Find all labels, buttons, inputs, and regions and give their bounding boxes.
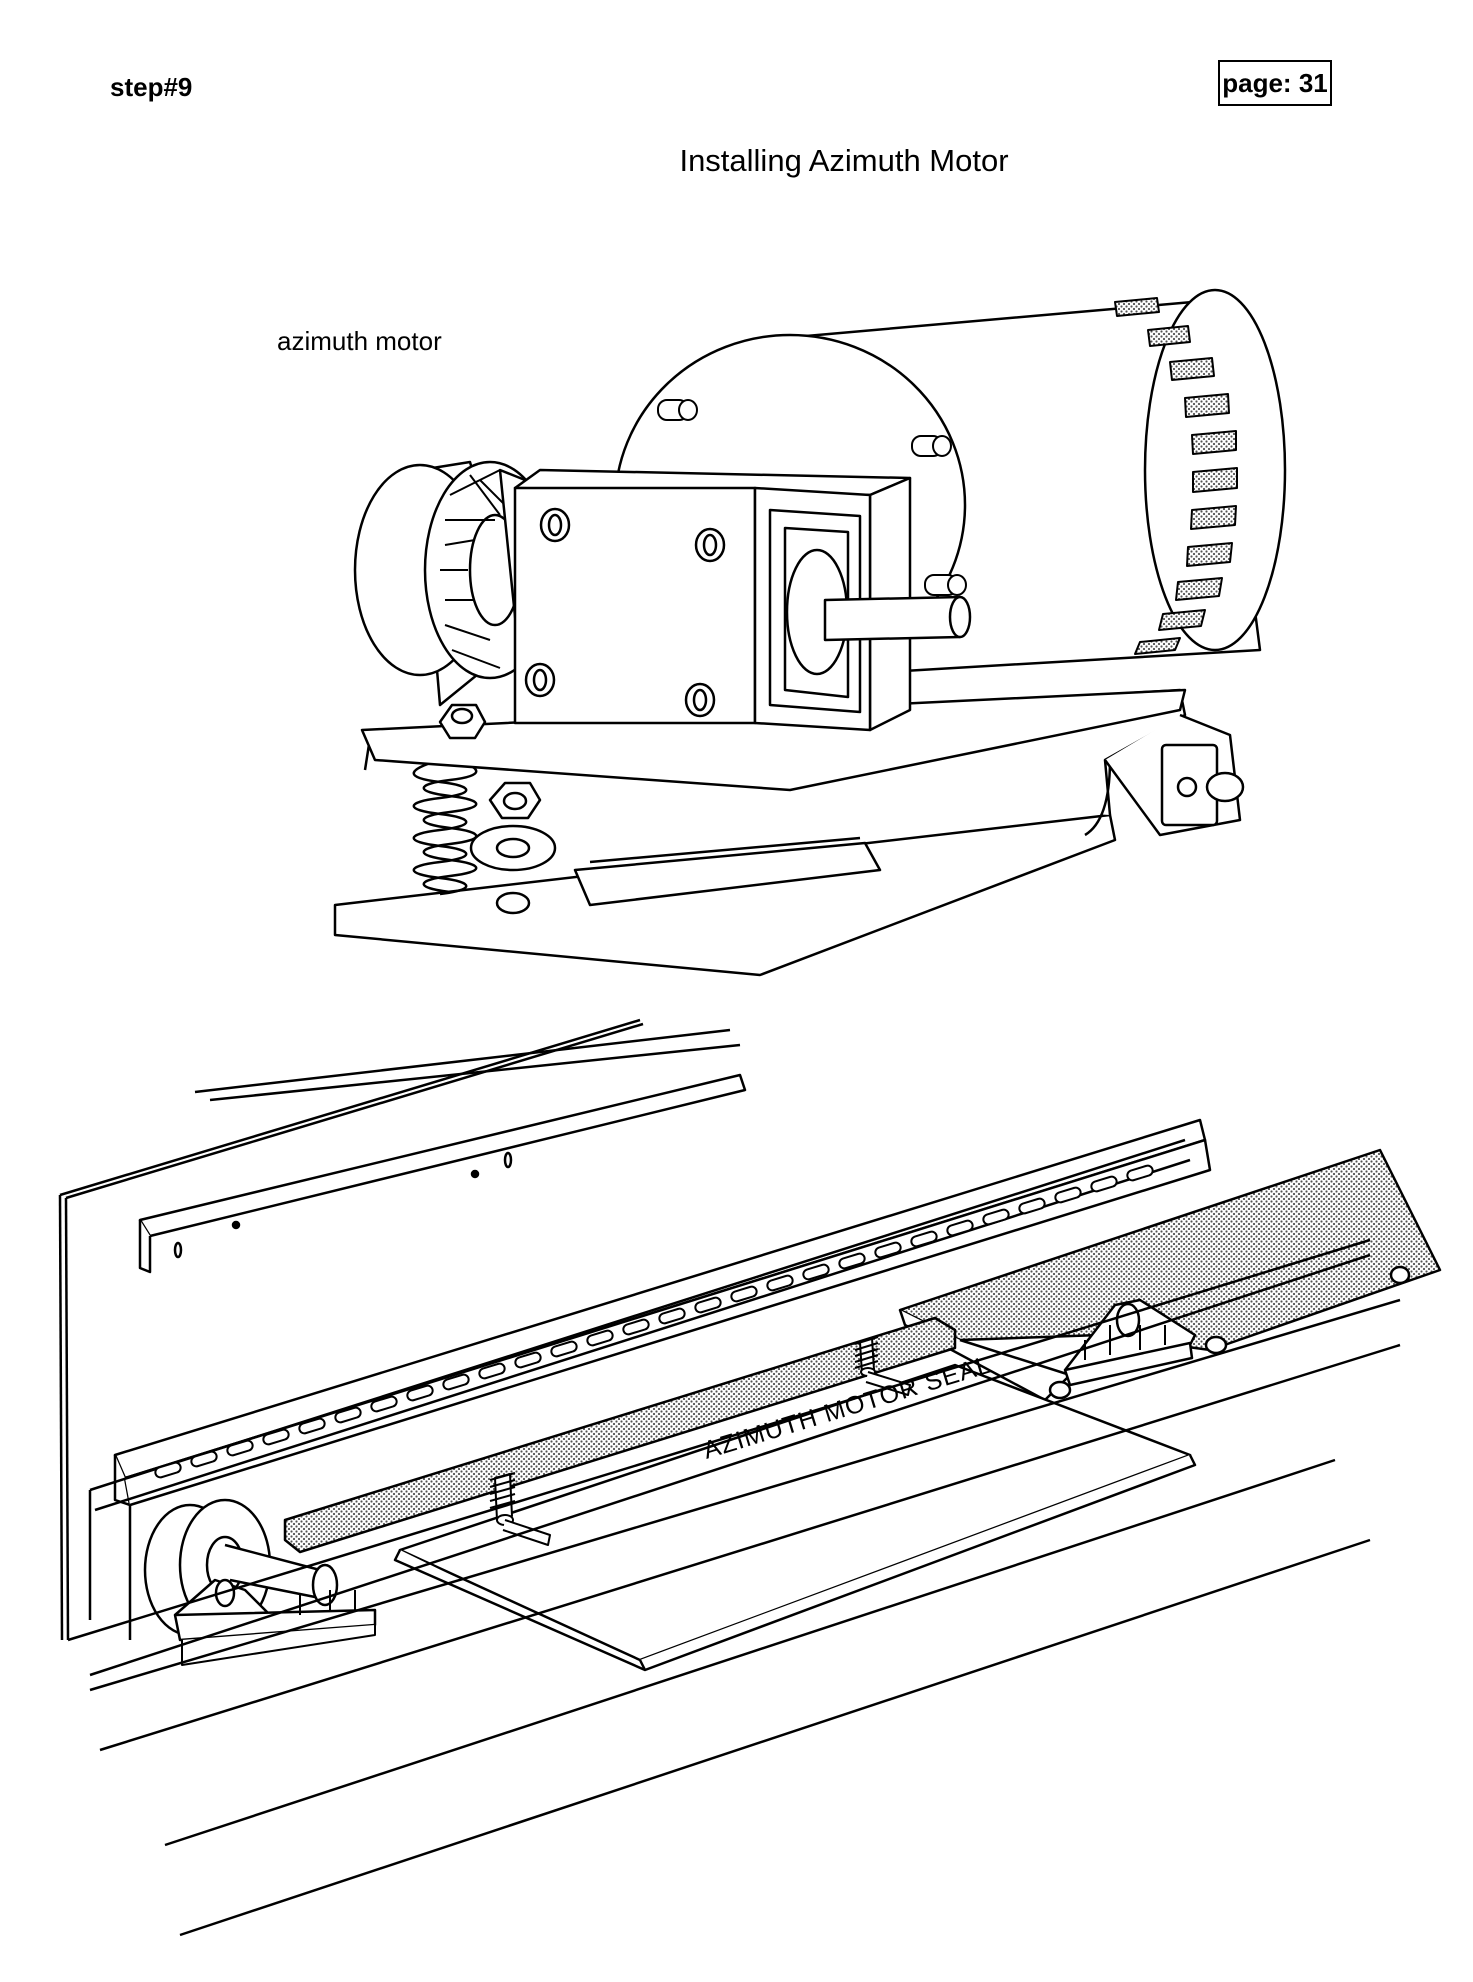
motor-studs xyxy=(657,399,967,596)
rail-slots xyxy=(154,1164,1154,1479)
motor-vents xyxy=(1114,297,1238,655)
page-title: Installing Azimuth Motor xyxy=(679,143,1009,178)
seal-studs xyxy=(489,1336,911,1546)
azimuth-motor-illustration xyxy=(333,288,1287,977)
floor-lines xyxy=(67,1238,1401,1937)
rail-installation-illustration xyxy=(58,1018,1442,1937)
page-number-box: page: 31 xyxy=(1218,60,1332,106)
azimuth-motor-label: azimuth motor xyxy=(277,326,442,356)
seal-strip xyxy=(283,1316,957,1554)
gearbox xyxy=(513,468,972,732)
base-spring xyxy=(412,756,478,896)
back-panel xyxy=(58,1018,741,1641)
step-number: step#9 xyxy=(110,72,193,102)
small-bracket xyxy=(138,1073,747,1274)
